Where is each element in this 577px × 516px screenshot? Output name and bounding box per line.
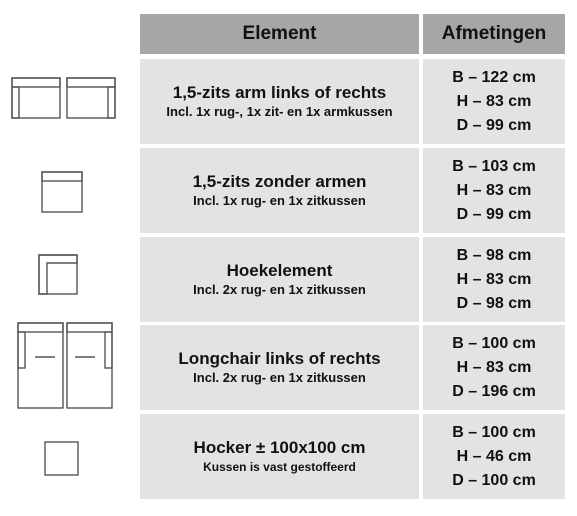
width-value: B – 103 cm xyxy=(452,157,536,175)
table-row: Longchair links of rechts Incl. 2x rug- … xyxy=(140,325,565,410)
corner-element-icon xyxy=(38,254,78,295)
element-name: 1,5-zits zonder armen xyxy=(192,172,367,191)
element-description: Incl. 1x rug- en 1x zitkussen xyxy=(193,193,366,208)
width-value: B – 98 cm xyxy=(456,246,532,264)
table-row: 1,5-zits arm links of rechts Incl. 1x ru… xyxy=(140,59,565,144)
width-value: B – 122 cm xyxy=(452,68,536,86)
depth-value: D – 196 cm xyxy=(452,382,536,400)
header-dimensions: Afmetingen xyxy=(423,14,565,54)
dimensions-cell: B – 100 cm H – 83 cm D – 196 cm xyxy=(423,325,565,410)
element-icons-column xyxy=(0,0,140,516)
element-cell: 1,5-zits arm links of rechts Incl. 1x ru… xyxy=(140,59,419,144)
sofa-1-5-arm-icon xyxy=(11,77,116,119)
height-value: H – 83 cm xyxy=(456,92,532,110)
element-cell: Hocker ± 100x100 cm Kussen is vast gesto… xyxy=(140,414,419,499)
element-description: Kussen is vast gestoffeerd xyxy=(203,460,356,474)
height-value: H – 46 cm xyxy=(456,447,532,465)
dimensions-cell: B – 122 cm H – 83 cm D – 99 cm xyxy=(423,59,565,144)
width-value: B – 100 cm xyxy=(452,334,536,352)
element-name: 1,5-zits arm links of rechts xyxy=(172,83,387,102)
hocker-icon xyxy=(44,441,79,476)
depth-value: D – 100 cm xyxy=(452,471,536,489)
height-value: H – 83 cm xyxy=(456,270,532,288)
depth-value: D – 99 cm xyxy=(456,205,532,223)
element-description: Incl. 1x rug-, 1x zit- en 1x armkussen xyxy=(166,104,393,119)
width-value: B – 100 cm xyxy=(452,423,536,441)
dimensions-cell: B – 100 cm H – 46 cm D – 100 cm xyxy=(423,414,565,499)
sofa-1-5-no-arms-icon xyxy=(41,171,83,213)
element-cell: Longchair links of rechts Incl. 2x rug- … xyxy=(140,325,419,410)
longchair-icon xyxy=(17,322,113,409)
element-cell: 1,5-zits zonder armen Incl. 1x rug- en 1… xyxy=(140,148,419,233)
depth-value: D – 99 cm xyxy=(456,116,532,134)
table-row: Hocker ± 100x100 cm Kussen is vast gesto… xyxy=(140,414,565,499)
element-name: Longchair links of rechts xyxy=(178,349,381,368)
element-description: Incl. 2x rug- en 1x zitkussen xyxy=(193,370,366,385)
table-row: 1,5-zits zonder armen Incl. 1x rug- en 1… xyxy=(140,148,565,233)
height-value: H – 83 cm xyxy=(456,358,532,376)
element-description: Incl. 2x rug- en 1x zitkussen xyxy=(193,282,366,297)
height-value: H – 83 cm xyxy=(456,181,532,199)
header-element: Element xyxy=(140,14,419,54)
dimensions-cell: B – 103 cm H – 83 cm D – 99 cm xyxy=(423,148,565,233)
element-name: Hocker ± 100x100 cm xyxy=(193,438,366,457)
table-row: Hoekelement Incl. 2x rug- en 1x zitkusse… xyxy=(140,237,565,322)
dimensions-cell: B – 98 cm H – 83 cm D – 98 cm xyxy=(423,237,565,322)
depth-value: D – 98 cm xyxy=(456,294,532,312)
element-name: Hoekelement xyxy=(226,261,333,280)
element-cell: Hoekelement Incl. 2x rug- en 1x zitkusse… xyxy=(140,237,419,322)
